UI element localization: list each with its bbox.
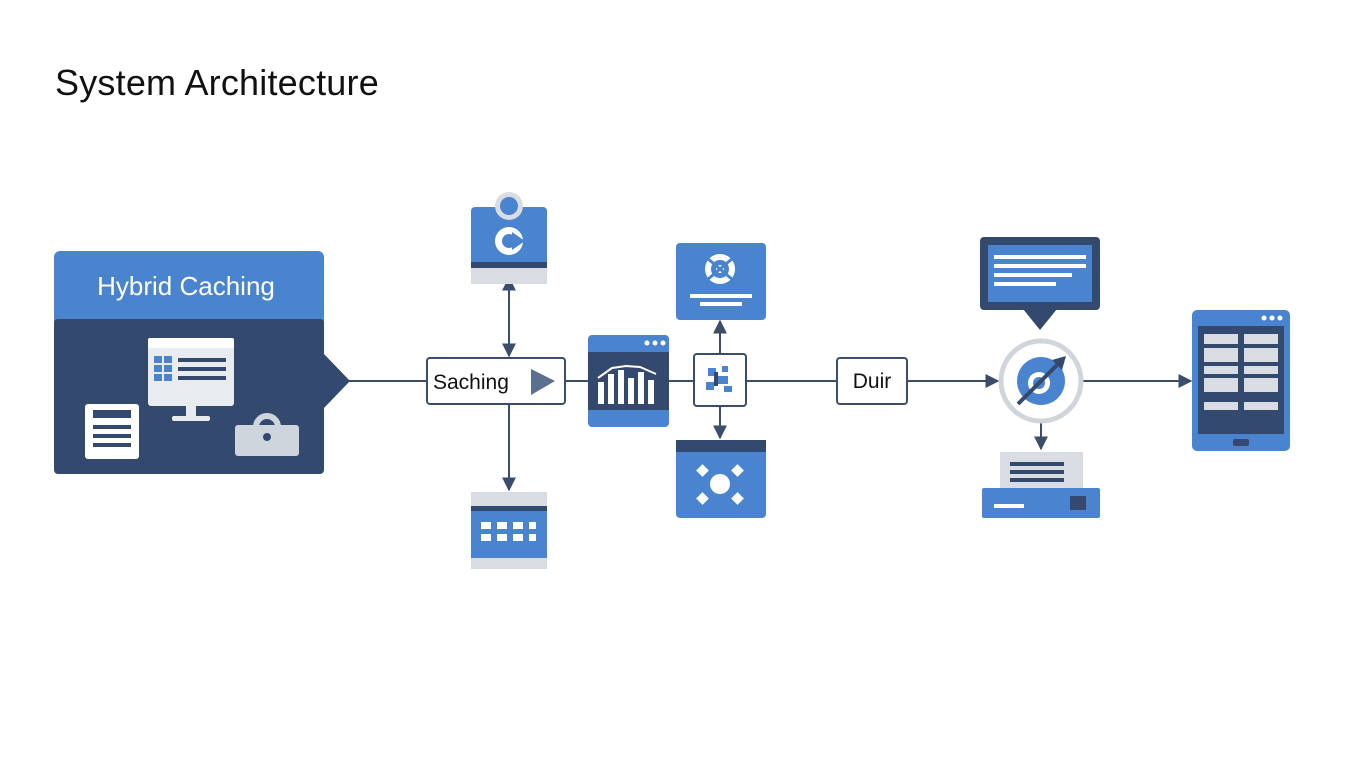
- analytics-node[interactable]: [588, 335, 669, 427]
- tablet-node[interactable]: [1192, 310, 1290, 451]
- refresh-service-node[interactable]: [471, 192, 547, 284]
- sync-node[interactable]: [998, 338, 1084, 424]
- network-node[interactable]: [676, 440, 766, 518]
- calendar-grid-icon: [481, 522, 536, 541]
- message-node[interactable]: [980, 237, 1100, 330]
- printer-node[interactable]: [982, 452, 1100, 518]
- calendar-storage-node[interactable]: [471, 492, 547, 569]
- duir-node[interactable]: Duir: [836, 357, 908, 405]
- target-node[interactable]: [676, 243, 766, 320]
- hybrid-caching-panel[interactable]: Hybrid Caching: [54, 251, 350, 474]
- connectors: [346, 276, 1193, 492]
- bar-chart-icon: [597, 364, 657, 404]
- play-arrow-icon: [531, 369, 555, 395]
- puzzle-icon: [706, 366, 732, 392]
- target-icon: [705, 254, 735, 284]
- saching-node[interactable]: Saching: [426, 357, 566, 405]
- tablet-client-icon: [1204, 334, 1278, 410]
- hybrid-caching-label: Hybrid Caching: [97, 271, 275, 301]
- duir-label: Duir: [853, 370, 892, 393]
- sync-circle-icon: [1016, 356, 1066, 406]
- monitor-icon: [148, 338, 234, 421]
- hub-node[interactable]: [693, 353, 747, 407]
- chat-document-icon: [994, 255, 1086, 286]
- refresh-service-icon: [495, 227, 525, 255]
- lock-icon: [235, 413, 299, 456]
- saching-label: Saching: [433, 371, 509, 394]
- printer-icon: [994, 462, 1086, 510]
- floppy-disk-icon: [85, 404, 139, 459]
- page-title: System Architecture: [55, 62, 379, 103]
